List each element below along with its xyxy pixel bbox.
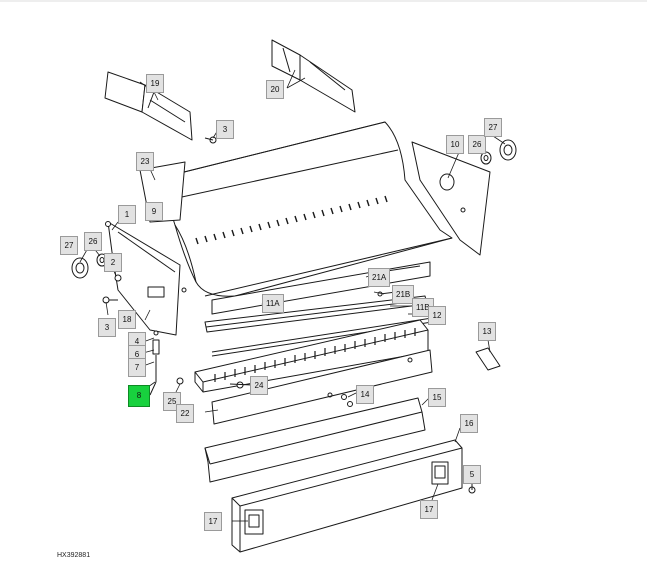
callout-21a[interactable]: 21A [368,268,391,287]
bracket-19-part [104,71,193,141]
callout-26-left[interactable]: 26 [84,232,102,251]
callout-3-left[interactable]: 3 [98,318,116,337]
callout-26-right[interactable]: 26 [468,135,486,154]
bracket-20-part [271,39,356,113]
callout-14[interactable]: 14 [356,385,374,404]
angle-strip-15-part [204,397,426,483]
callout-3-top[interactable]: 3 [216,120,234,139]
bearing-27-left-part [71,253,108,279]
callout-23[interactable]: 23 [136,152,154,171]
bearing-27-right-part [480,139,517,165]
callout-1[interactable]: 1 [118,205,136,224]
callout-13[interactable]: 13 [478,322,496,341]
side-plate-1-part [105,221,187,336]
callout-16[interactable]: 16 [460,414,478,433]
figure-id: HX392881 [57,552,91,559]
side-plate-10-part [411,141,491,256]
callout-22[interactable]: 22 [176,404,194,423]
comb-slots [214,328,416,382]
left-hardware-part [102,274,184,396]
bolt-24-part [229,381,253,389]
callout-7[interactable]: 7 [128,358,146,377]
callout-27-right[interactable]: 27 [484,118,502,137]
callout-9[interactable]: 9 [145,202,163,221]
callout-17-right[interactable]: 17 [420,500,438,519]
panel-slots [195,195,388,245]
bolt-14-part [341,394,353,407]
callout-10[interactable]: 10 [446,135,464,154]
callout-11a[interactable]: 11A [262,294,284,313]
callout-2[interactable]: 2 [104,253,122,272]
callout-8-highlighted[interactable]: 8 [128,385,150,407]
callout-20[interactable]: 20 [266,80,284,99]
clip-13-part [475,347,501,371]
callout-15[interactable]: 15 [428,388,446,407]
callout-21b[interactable]: 21B [392,285,415,304]
bolt-3-part [204,136,217,144]
top-divider [0,0,647,2]
callout-19[interactable]: 19 [146,74,164,93]
callout-18[interactable]: 18 [118,310,136,329]
housing-16-part [231,439,463,553]
callout-27-left[interactable]: 27 [60,236,78,255]
callout-24[interactable]: 24 [250,376,268,395]
callout-5[interactable]: 5 [463,465,481,484]
callout-17-left[interactable]: 17 [204,512,222,531]
curved-panel-part [159,121,453,297]
callout-12[interactable]: 12 [428,306,446,325]
